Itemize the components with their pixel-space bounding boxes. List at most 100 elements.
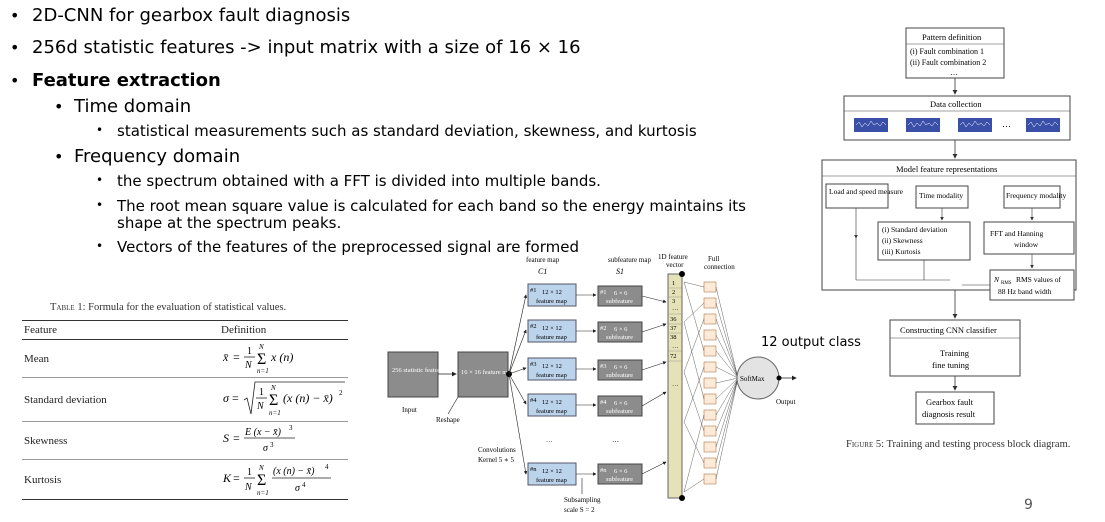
c1-label: C1 [538,267,547,276]
fft-box [983,221,1075,255]
feature-cell: Skewness [22,421,219,460]
formula-mean: x̄ = 1 N Σ N n=1 x (n) [219,339,348,378]
time-features-box [877,221,971,261]
svg-text:subfeature: subfeature [606,476,633,483]
bullet-feature-extraction: Feature extraction [32,70,221,91]
bullet-input-matrix: 256d statistic features -> input matrix … [32,37,581,58]
output-class-annotation: 12 output class [761,335,861,350]
svg-text:37: 37 [670,325,677,332]
diagnosis-result-box [915,391,995,425]
s1-label: S1 [616,267,624,276]
c1-header: feature map [526,256,560,264]
training-label: Training [940,348,970,358]
bullet-dot: • [54,97,64,116]
table-row: Mean x̄ = 1 N Σ N n=1 x (n) [22,339,348,378]
svg-text:n=1: n=1 [257,489,269,496]
conv-branches [508,294,528,475]
svg-text:subfeature: subfeature [606,408,633,415]
pattern-definition-title: Pattern definition [922,32,982,42]
svg-text:12 × 12: 12 × 12 [542,363,562,370]
bullet-dot: • [10,6,20,25]
feature-cell: Mean [22,339,219,378]
column-header-feature: Feature [22,320,219,340]
svg-text:…: … [1002,119,1011,129]
figure-caption-prefix: Figure 5: [846,439,885,450]
std-formula-graphic: σ = 1 N Σ N n=1 (x (n) − x̄) 2 [223,381,345,417]
svg-text:12 × 12: 12 × 12 [542,399,562,406]
svg-text:S: S [223,431,229,445]
svg-text:38: 38 [670,334,677,341]
svg-text:3: 3 [672,298,675,305]
svg-text:…: … [672,305,679,312]
svg-text:n=1: n=1 [269,409,281,417]
bullet-dot: • [10,71,20,90]
table-caption: Table 1: Formula for the evaluation of s… [50,302,286,313]
fft-label-line2: window [1014,240,1039,249]
cnn-architecture-diagram: feature map C1 subfeature map S1 1D feat… [387,253,797,514]
feature-cell: Kurtosis [22,459,219,500]
frequency-modality-label: Frequency modality [1006,191,1066,200]
svg-text:Σ: Σ [257,351,266,368]
figure-caption: Figure 5: Training and testing process b… [846,439,1070,450]
input-label: Input [402,406,417,414]
convolutions-label: Convolutions [478,446,516,454]
svg-text:1: 1 [259,387,264,398]
rms-box [989,269,1075,301]
svg-text:…: … [612,436,619,444]
cnn-classifier-title: Constructing CNN classifier [900,325,997,335]
svg-text:x̄: x̄ [222,350,229,364]
svg-text:#3: #3 [530,361,537,368]
svg-text:#2: #2 [600,325,607,332]
svg-text:Σ: Σ [257,472,266,489]
data-collection-title: Data collection [930,99,982,109]
svg-text:#n: #n [530,466,537,473]
full-header-line2: connection [704,263,735,271]
svg-text:(x (n) − x̄): (x (n) − x̄) [273,466,315,477]
bullet-frequency-domain: Frequency domain [74,146,241,167]
svg-text:#3: #3 [600,363,607,370]
bullet-vectors: Vectors of the features of the preproces… [117,238,579,256]
bullet-dot: • [96,123,104,137]
pattern-item-2: (ii) Fault combination 2 [910,58,986,67]
mean-formula-graphic: x̄ = 1 N Σ N n=1 x (n) [222,343,293,375]
feature-vector-indices: 1 2 3 … 36 37 38 … 72 … [670,280,679,388]
column-header-definition: Definition [219,320,348,340]
svg-text:N: N [270,384,276,392]
svg-text:6 × 6: 6 × 6 [614,468,628,475]
table-row: Skewness S = E (x − x̄) 3 σ 3 [22,421,348,460]
reshape-label: Reshape [436,416,460,424]
kurtosis-formula-graphic: K = 1 N Σ N n=1 (x (n) − x̄) 4 σ 4 [222,463,331,497]
svg-text:subfeature: subfeature [606,334,633,341]
svg-text:feature map: feature map [536,477,567,484]
figure-caption-text: Training and testing process block diagr… [886,439,1071,450]
pattern-definition-box [905,27,1005,79]
svg-text:4: 4 [302,481,306,489]
table-row: Kurtosis K = 1 N Σ N n=1 (x (n) − x̄) 4 … [22,459,348,500]
fft-label-line1: FFT and Hanning [990,229,1043,238]
svg-text:12 × 12: 12 × 12 [542,289,562,296]
model-feature-title: Model feature representations [896,164,998,174]
subsampling-label: Subsampling [564,496,601,504]
feature-cell: Standard deviation [22,377,219,422]
formula-kurtosis: K = 1 N Σ N n=1 (x (n) − x̄) 4 σ 4 [219,459,348,500]
time-feature-kurtosis: (iii) Kurtosis [882,247,921,256]
output-label: Output [776,398,796,406]
time-modality-label: Time modality [919,191,963,200]
svg-text:N: N [258,343,264,351]
svg-text:36: 36 [670,316,677,323]
skewness-formula-graphic: S = E (x − x̄) 3 σ 3 [223,424,295,454]
svg-text:1: 1 [672,280,675,287]
svg-text:σ: σ [263,443,269,454]
svg-text:2: 2 [339,389,343,397]
svg-text:#4: #4 [530,397,537,404]
svg-text:#1: #1 [600,289,607,296]
svg-text:#2: #2 [530,323,537,330]
svg-text:Σ: Σ [269,392,278,409]
input-feature-map-text: 16 × 16 feature map [461,369,513,376]
svg-text:6 × 6: 6 × 6 [614,290,628,297]
svg-text:N: N [993,275,1000,284]
svg-text:=: = [233,471,240,485]
signal-thumbnails: … [854,118,1060,132]
svg-text:N: N [244,360,253,371]
